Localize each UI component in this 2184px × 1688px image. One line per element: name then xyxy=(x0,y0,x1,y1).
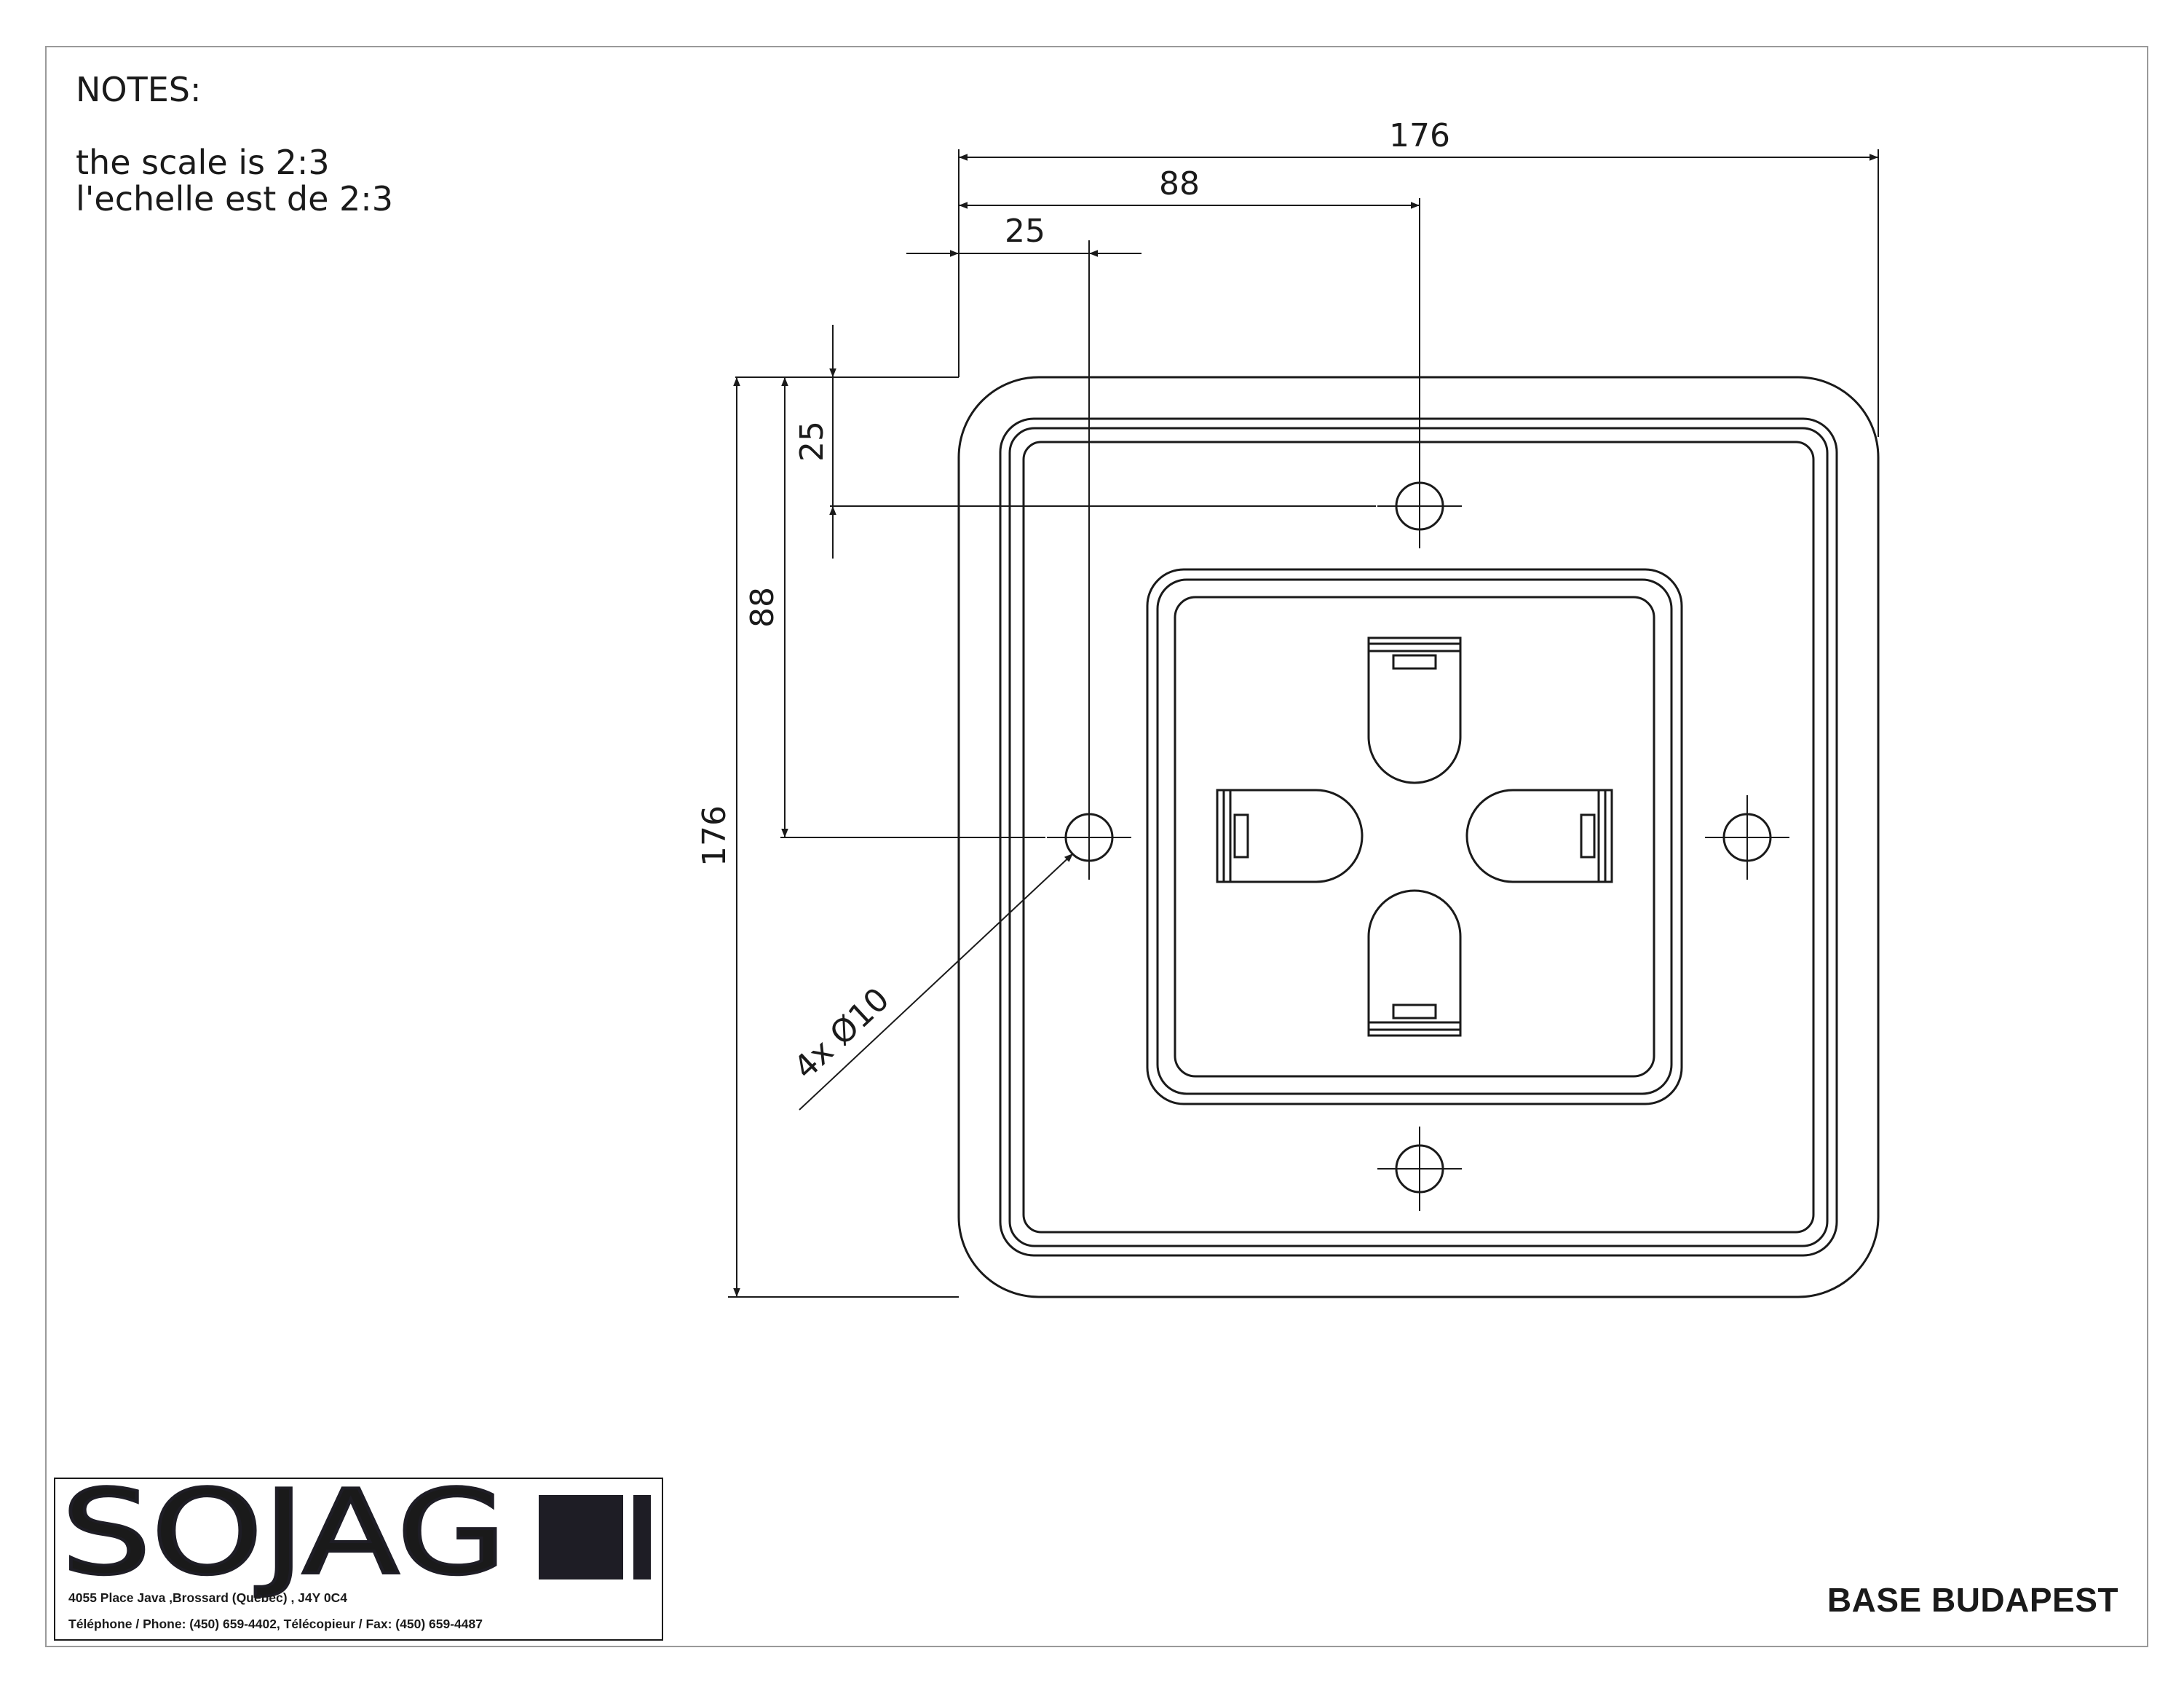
socket-housing xyxy=(1146,568,1683,1105)
dim-overall-width: 176 xyxy=(1389,117,1450,154)
mounting-hole-bottom xyxy=(1377,1127,1462,1211)
dim-half-width: 88 xyxy=(1159,165,1200,202)
dim-hole-offset-x: 25 xyxy=(1005,213,1045,250)
notes-heading: NOTES: xyxy=(76,70,202,109)
housing-outer xyxy=(1146,568,1683,1105)
dim-hole-offset-y: 25 xyxy=(794,421,831,462)
hole-leader xyxy=(799,853,1074,1111)
notes-scale-en: the scale is 2:3 xyxy=(76,143,330,182)
dimension-labels: 176 88 25 176 88 25 4x Ø10 xyxy=(696,117,1450,1086)
notes-scale-fr: l'echelle est de 2:3 xyxy=(76,179,394,218)
terminal-bottom xyxy=(1367,889,1462,1037)
mounting-hole-right xyxy=(1705,795,1789,880)
plate-rim-inner xyxy=(1022,441,1815,1234)
mounting-hole-top xyxy=(1377,464,1462,548)
dim-half-height: 88 xyxy=(744,587,781,628)
company-logo-mark xyxy=(539,1495,651,1579)
terminal-top xyxy=(1367,636,1462,784)
company-block xyxy=(54,1478,663,1641)
mounting-holes xyxy=(1047,464,1789,1211)
company-phone: Téléphone / Phone: (450) 659-4402, Téléc… xyxy=(68,1617,483,1631)
company-address: 4055 Place Java ,Brossard (Québec) , J4Y… xyxy=(68,1590,347,1605)
company-contact: 4055 Place Java ,Brossard (Québec) , J4Y… xyxy=(68,1585,483,1637)
socket-terminals xyxy=(1216,636,1613,1037)
company-logo-text: SOJAG xyxy=(61,1464,507,1601)
terminal-left xyxy=(1216,789,1364,883)
drawing-frame xyxy=(45,46,2148,1647)
housing-mid xyxy=(1156,578,1673,1095)
housing-inner xyxy=(1174,596,1655,1078)
drawing-title: BASE BUDAPEST xyxy=(1827,1581,2118,1619)
dim-overall-height: 176 xyxy=(696,805,733,867)
dimension-lines xyxy=(728,149,1879,1298)
terminal-right xyxy=(1465,789,1613,883)
plate-rim-mid xyxy=(1008,427,1829,1247)
notes-block: NOTES: the scale is 2:3 l'echelle est de… xyxy=(76,71,393,217)
